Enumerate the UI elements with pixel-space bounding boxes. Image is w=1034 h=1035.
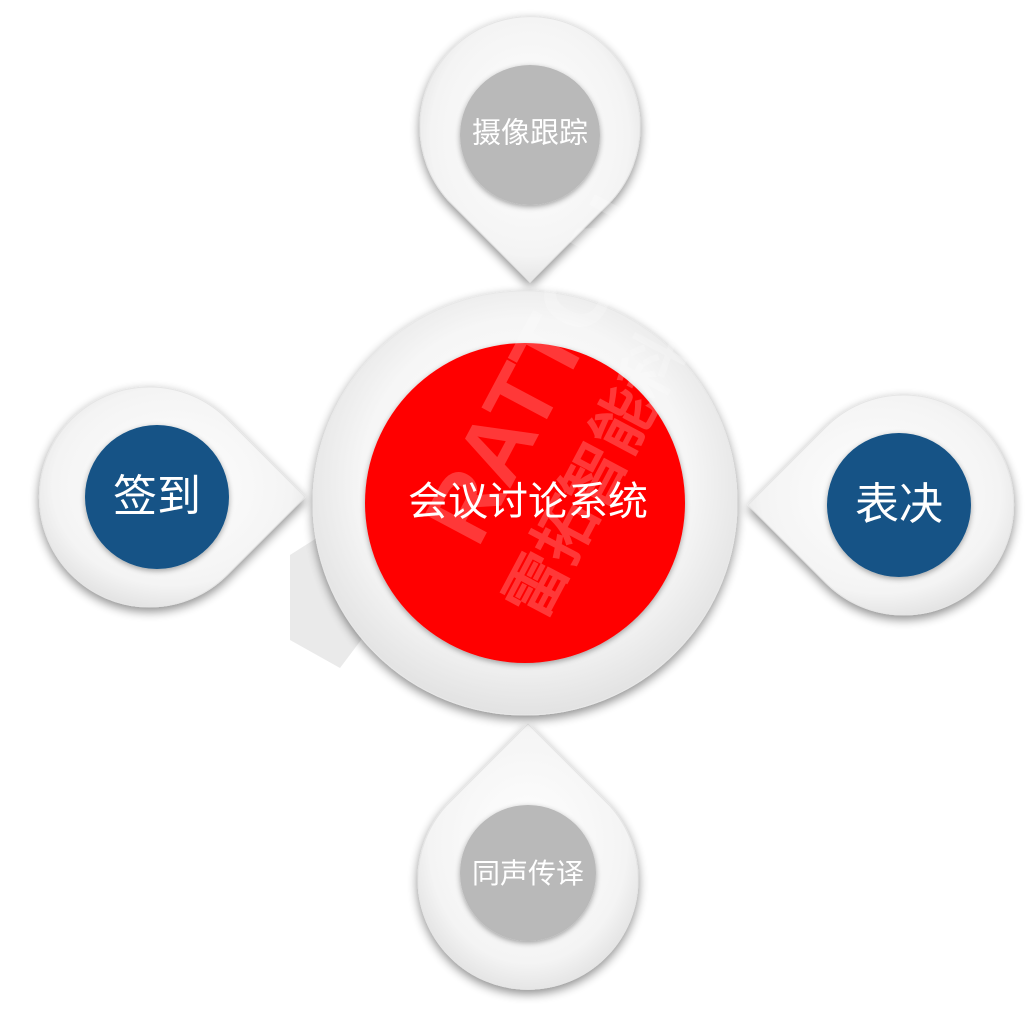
- center-circle: [365, 343, 685, 663]
- center-node: [312, 290, 738, 716]
- center-label: 会议讨论系统: [408, 479, 648, 525]
- node-top-label: 摄像跟踪: [471, 115, 589, 150]
- node-left-circle: [85, 425, 229, 569]
- node-left-label: 签到: [113, 471, 201, 522]
- node-right-label: 表决: [855, 479, 943, 530]
- node-bottom-label: 同声传译: [471, 857, 585, 890]
- node-bottom-circle: [460, 805, 596, 941]
- node-top-circle: [460, 65, 600, 205]
- node-right-circle: [827, 433, 971, 577]
